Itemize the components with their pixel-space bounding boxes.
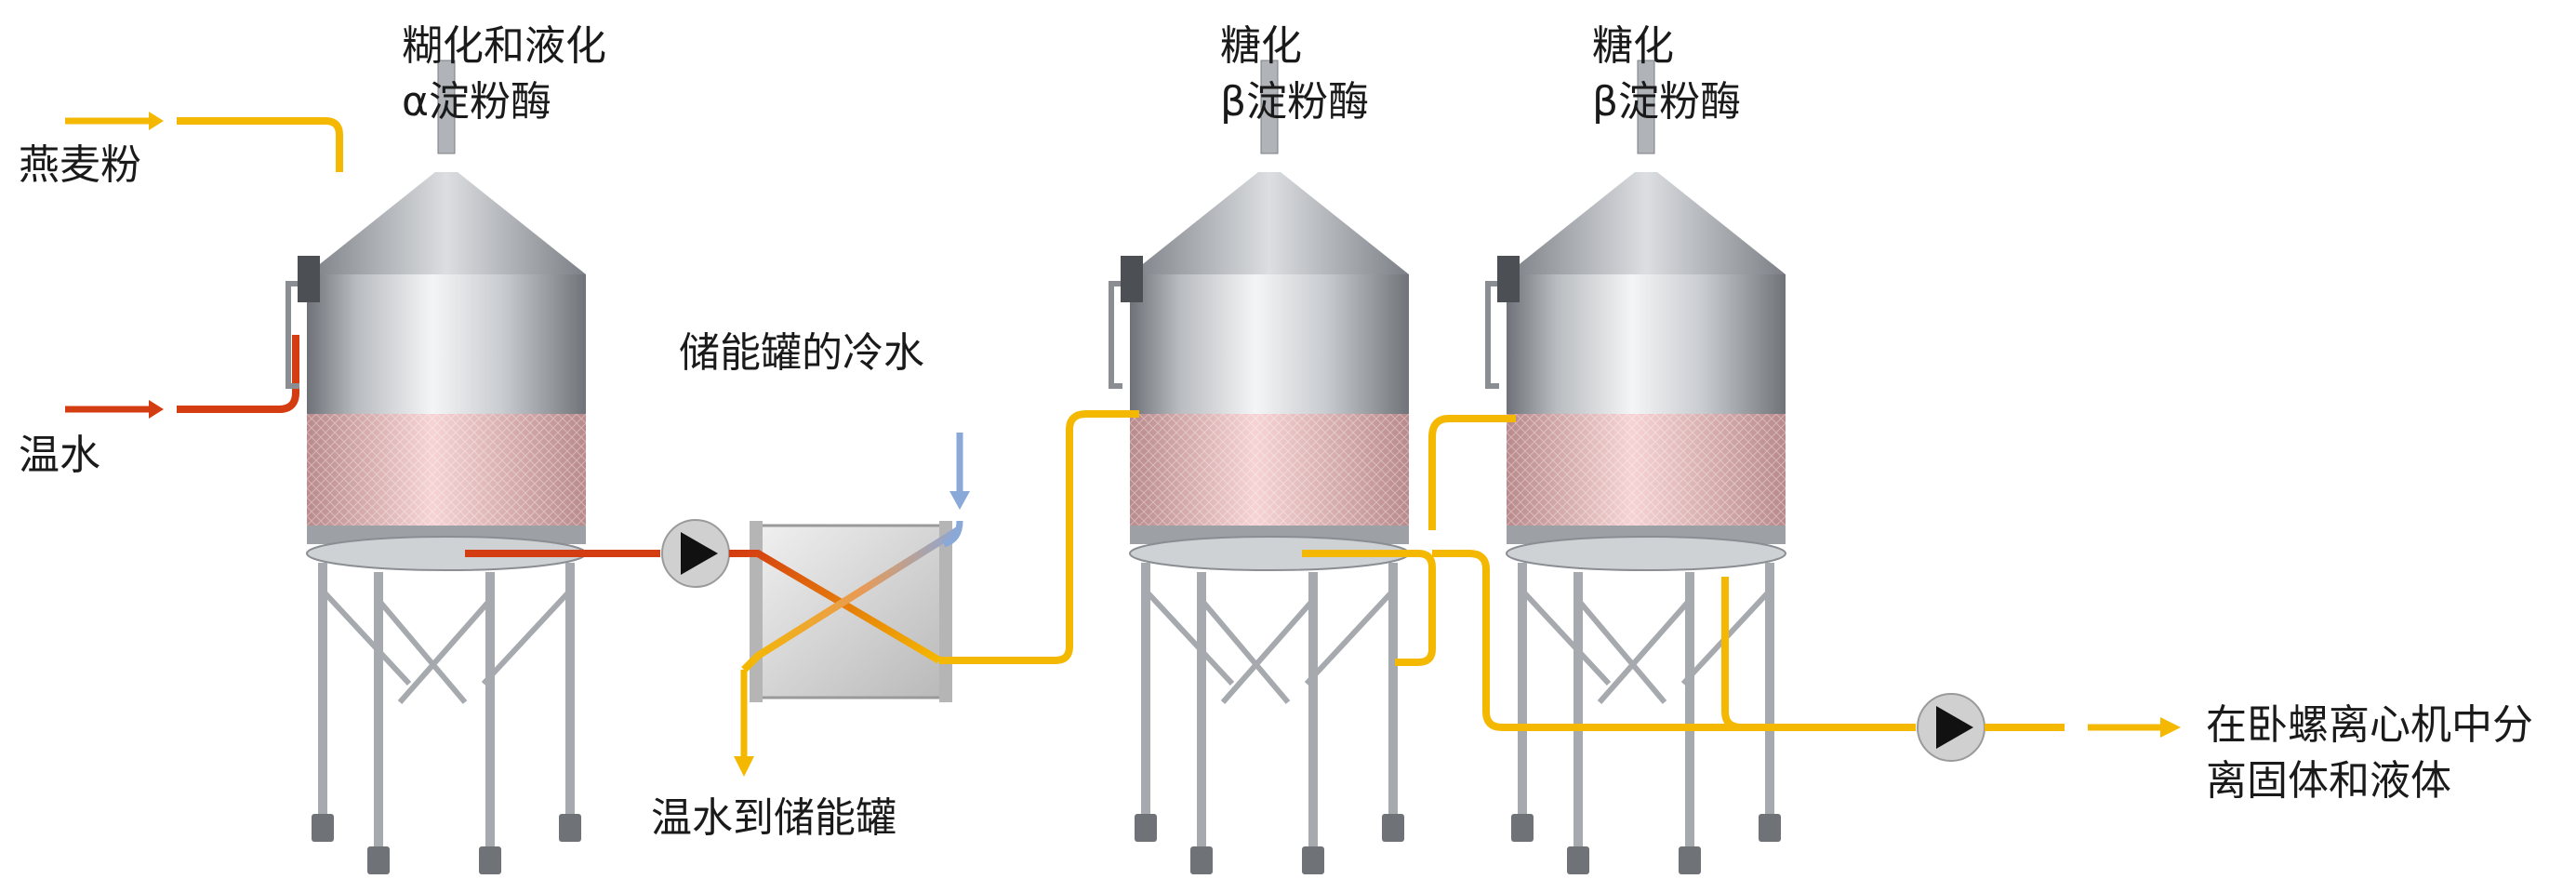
cold-water-label: 储能罐的冷水 [679, 327, 924, 380]
heat-exchanger-icon [729, 521, 958, 702]
output-label-line2: 离固体和液体 [2206, 755, 2451, 807]
tank3-to-pump-line [1432, 553, 1916, 727]
tank3-title: 糖化 [1592, 20, 1674, 73]
tank1-title: 糊化和液化 [402, 20, 606, 73]
warm-water-out-label: 温水到储能罐 [651, 792, 896, 845]
output-line [1985, 717, 2181, 738]
tank-2-icon [1111, 60, 1409, 874]
tank2-enzyme: β淀粉酶 [1220, 76, 1369, 128]
pump-icon [662, 520, 729, 587]
warm-water-in-line [65, 335, 296, 419]
hx-to-tank2-line [939, 414, 1139, 660]
tank1-enzyme: α淀粉酶 [402, 76, 551, 128]
tank3-enzyme: β淀粉酶 [1592, 76, 1741, 128]
tank-1-icon [288, 60, 586, 874]
oat-flour-label: 燕麦粉 [19, 140, 141, 192]
warm-water-in-label: 温水 [19, 430, 100, 482]
output-label-line1: 在卧螺离心机中分 [2206, 699, 2533, 752]
tank2-title: 糖化 [1220, 20, 1302, 73]
tank-3-icon [1488, 60, 1786, 874]
pump-2-icon [1918, 694, 1985, 761]
